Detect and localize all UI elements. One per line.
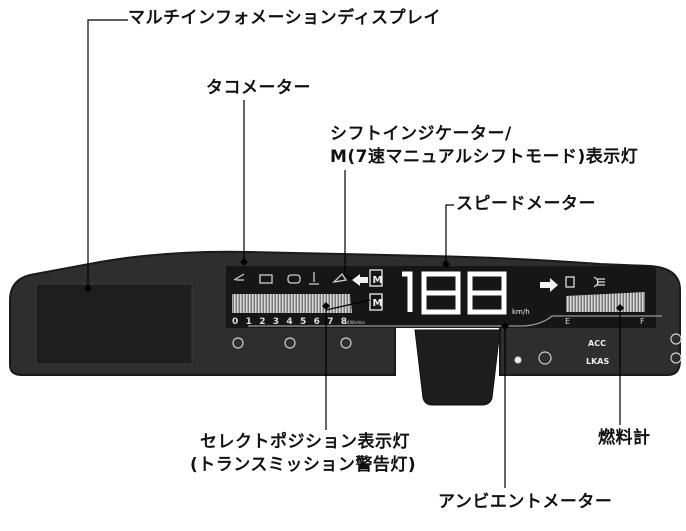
select-m-letter: M <box>373 298 383 309</box>
oil-icon <box>332 272 348 283</box>
tacho-tick-label: 7 <box>327 317 333 327</box>
shift-m-box <box>369 269 383 287</box>
callout-mid: マルチインフォメーションディスプレイ <box>128 8 441 28</box>
warning-icons-top <box>233 272 348 285</box>
tachometer-bar <box>232 294 352 313</box>
shift-indicator: M <box>352 269 383 287</box>
brake-icon <box>284 337 296 349</box>
tacho-tick-label: 1 <box>246 317 252 327</box>
pointer-ambient-meter <box>501 322 509 330</box>
steering-column-cover <box>414 329 501 406</box>
callout-select-position-line1: セレクトポジション表示灯 <box>200 432 410 452</box>
speed-unit: km/h <box>512 308 530 316</box>
select-m-box <box>369 293 383 311</box>
callout-speedometer: スピードメーター <box>456 194 596 214</box>
leader-shift-indicator <box>344 170 353 280</box>
tacho-tick-label: 3 <box>273 317 279 327</box>
vsa-icon <box>514 356 522 364</box>
pointer-mid <box>84 284 92 292</box>
ambient-meter-line <box>248 315 662 327</box>
info-icon <box>340 337 352 349</box>
seatbelt-icon <box>233 273 245 281</box>
lkas-label: LKAS <box>586 357 609 366</box>
callout-select-position-line2: (トランスミッション警告灯) <box>190 455 417 475</box>
callout-shift-indicator-line2: M(7速マニュアルシフトモード)表示灯 <box>330 147 639 167</box>
tacho-tick-label: 5 <box>300 317 306 327</box>
callout-fuel-gauge: 燃料計 <box>598 428 651 448</box>
fuel-pump-icon <box>565 276 575 288</box>
headlight-icon <box>593 276 605 288</box>
auto-hold-icon <box>232 337 244 349</box>
shift-down-arrow-icon <box>352 274 368 286</box>
leader-mid <box>87 19 128 288</box>
coolant-icon <box>309 272 319 285</box>
fuel-full-label: F <box>640 317 645 326</box>
pointer-speedometer <box>442 260 450 268</box>
srs-icon <box>670 333 682 345</box>
fuel-gauge-bar <box>566 292 645 312</box>
leader-lines <box>87 19 621 488</box>
callout-ambient-meter: アンビエントメーター <box>438 492 613 512</box>
pointer-fuel-gauge <box>616 304 624 312</box>
fuel-empty-label: E <box>565 317 570 326</box>
shift-m-letter: M <box>373 275 383 286</box>
pointer-select-position <box>322 302 330 310</box>
turn-right-icon <box>540 278 558 292</box>
tpms-icon <box>538 351 552 365</box>
tacho-tick-label: 8 <box>341 317 347 327</box>
tachometer-unit: x1000r/min <box>342 320 366 325</box>
tacho-tick-label: 4 <box>286 317 292 327</box>
pointer-tachometer <box>240 258 248 266</box>
tacho-tick-label: 0 <box>232 317 238 327</box>
mid-screen <box>35 283 193 365</box>
battery-icon <box>259 274 273 284</box>
acc-label: ACC <box>588 339 606 348</box>
warning-icons-bottom <box>232 333 682 365</box>
engine-icon <box>287 274 301 284</box>
digit-8a <box>421 271 461 315</box>
callout-shift-indicator-line1: シフトインジケーター/ <box>330 124 512 144</box>
digit-8b <box>467 271 507 315</box>
select-position-indicator: M <box>369 293 383 311</box>
digit-1 <box>402 271 413 312</box>
speed-digits <box>402 271 507 315</box>
tacho-tick-label: 2 <box>259 317 265 327</box>
tacho-tick-label: 6 <box>314 317 320 327</box>
leader-speedometer <box>445 204 454 264</box>
leader-dots <box>84 258 624 330</box>
callout-tachometer: タコメーター <box>206 78 311 98</box>
brake-system-icon <box>670 352 682 364</box>
